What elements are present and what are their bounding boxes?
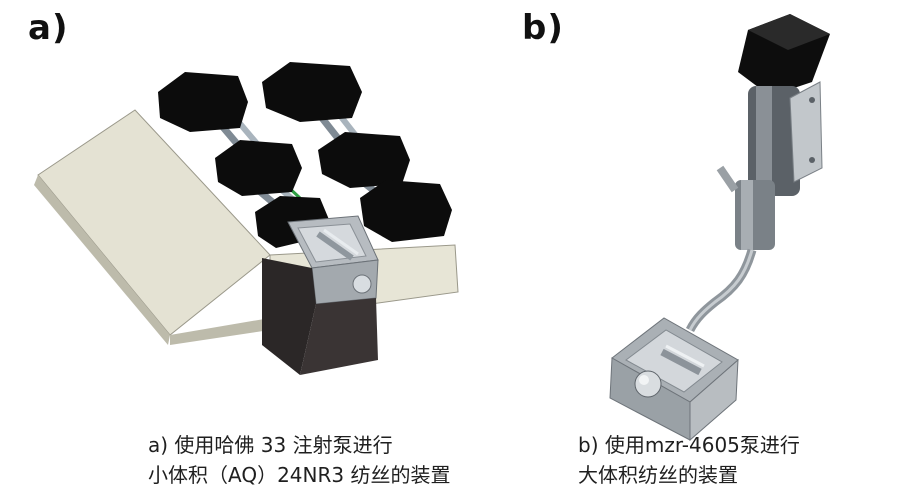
collector-box bbox=[609, 317, 739, 442]
collector-block bbox=[262, 215, 379, 375]
pump-blocks bbox=[158, 62, 452, 248]
panel-a-label: a) bbox=[28, 8, 69, 48]
panel-b-caption: b) 使用mzr-4605泵进行 大体积纺丝的装置 bbox=[578, 430, 800, 490]
motor-cube bbox=[738, 14, 830, 96]
panel-a-caption-line: 小体积（AQ）24NR3 纺丝的装置 bbox=[148, 463, 451, 487]
panel-b-caption-line: b) 使用mzr-4605泵进行 bbox=[578, 433, 800, 457]
pump-cylinder bbox=[716, 81, 823, 250]
panel-b-label: b) bbox=[522, 8, 564, 48]
panel-a-caption-line: a) 使用哈佛 33 注射泵进行 bbox=[148, 433, 393, 457]
panel-b-caption-line: 大体积纺丝的装置 bbox=[578, 463, 738, 487]
panel-a-caption: a) 使用哈佛 33 注射泵进行 小体积（AQ）24NR3 纺丝的装置 bbox=[148, 430, 450, 490]
